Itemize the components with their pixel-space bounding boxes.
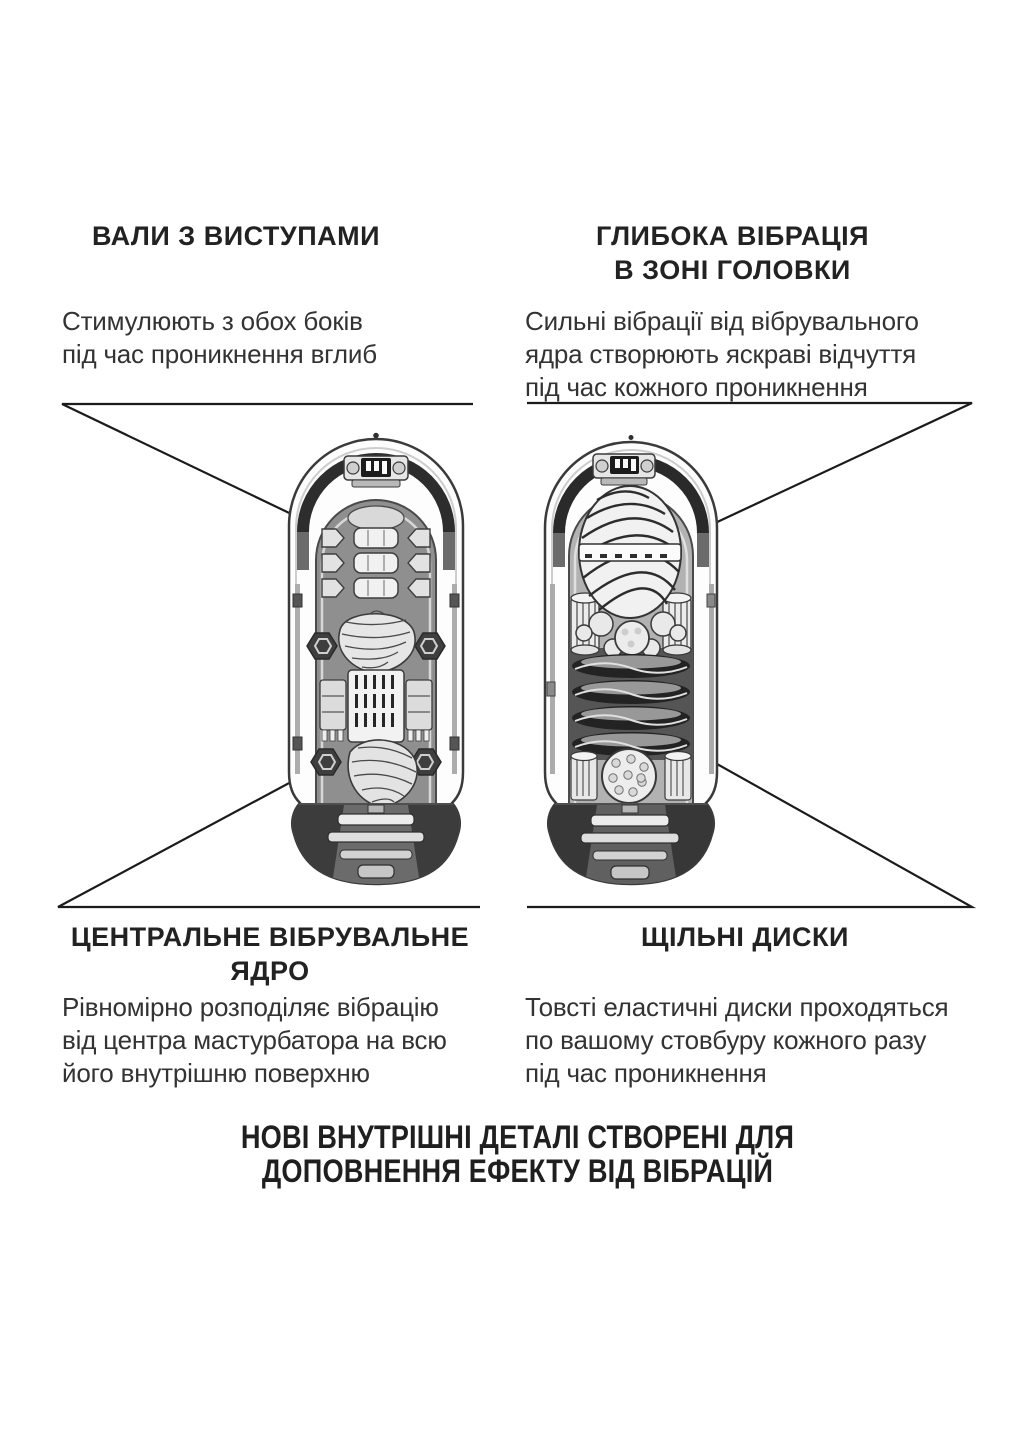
callout-line-top-right <box>527 401 973 553</box>
feature-description-dense-discs: Товсті еластичні диски проходяться по ва… <box>525 992 949 1088</box>
device-cutaway-left-illustration <box>282 432 470 890</box>
device-cutaway-right-illustration <box>537 434 727 888</box>
feature-title-shafts-with-bumps: ВАЛИ З ВИСТУПАМИ <box>91 221 381 251</box>
feature-title-deep-head-vibration: ГЛИБОКА ВІБРАЦІЯ В ЗОНІ ГОЛОВКИ <box>595 221 870 285</box>
callout-line-bottom-right <box>527 717 977 909</box>
callout-line-top-left <box>61 402 473 570</box>
feature-description-shafts-with-bumps: Стимулюють з обох боків під час проникне… <box>62 306 377 369</box>
feature-title-dense-discs: ЩІЛЬНІ ДИСКИ <box>641 922 849 952</box>
feature-description-deep-head-vibration: Сильні вібрації від вібрувального ядра с… <box>525 306 919 402</box>
latch-detail <box>592 453 656 486</box>
latch-detail <box>343 455 409 488</box>
feature-description-central-vibrating-core: Рівномірно розподіляє вібрацію від центр… <box>62 992 447 1088</box>
callout-line-bottom-left <box>57 737 480 909</box>
footer-summary-note: НОВІ ВНУТРІШНІ ДЕТАЛІ СТВОРЕНІ ДЛЯ ДОПОВ… <box>240 1119 795 1189</box>
feature-title-central-vibrating-core: ЦЕНТРАЛЬНЕ ВІБРУВАЛЬНЕ ЯДРО <box>70 922 470 986</box>
